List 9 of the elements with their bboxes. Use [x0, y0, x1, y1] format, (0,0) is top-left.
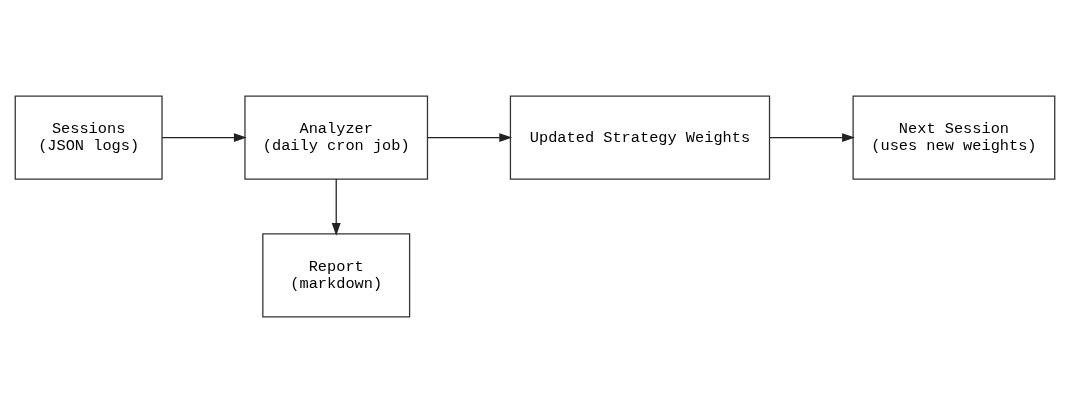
arrow	[331, 177, 341, 236]
node-box: Report (markdown)	[262, 232, 411, 318]
node-box: Updated Strategy Weights	[509, 94, 771, 180]
arrow	[161, 132, 247, 142]
node-box: Sessions (JSON logs)	[14, 94, 163, 180]
node-box: Analyzer (daily cron job)	[244, 94, 429, 180]
node-box: Next Session (uses new weights)	[852, 94, 1056, 180]
arrow	[769, 132, 855, 142]
arrow	[426, 132, 513, 142]
